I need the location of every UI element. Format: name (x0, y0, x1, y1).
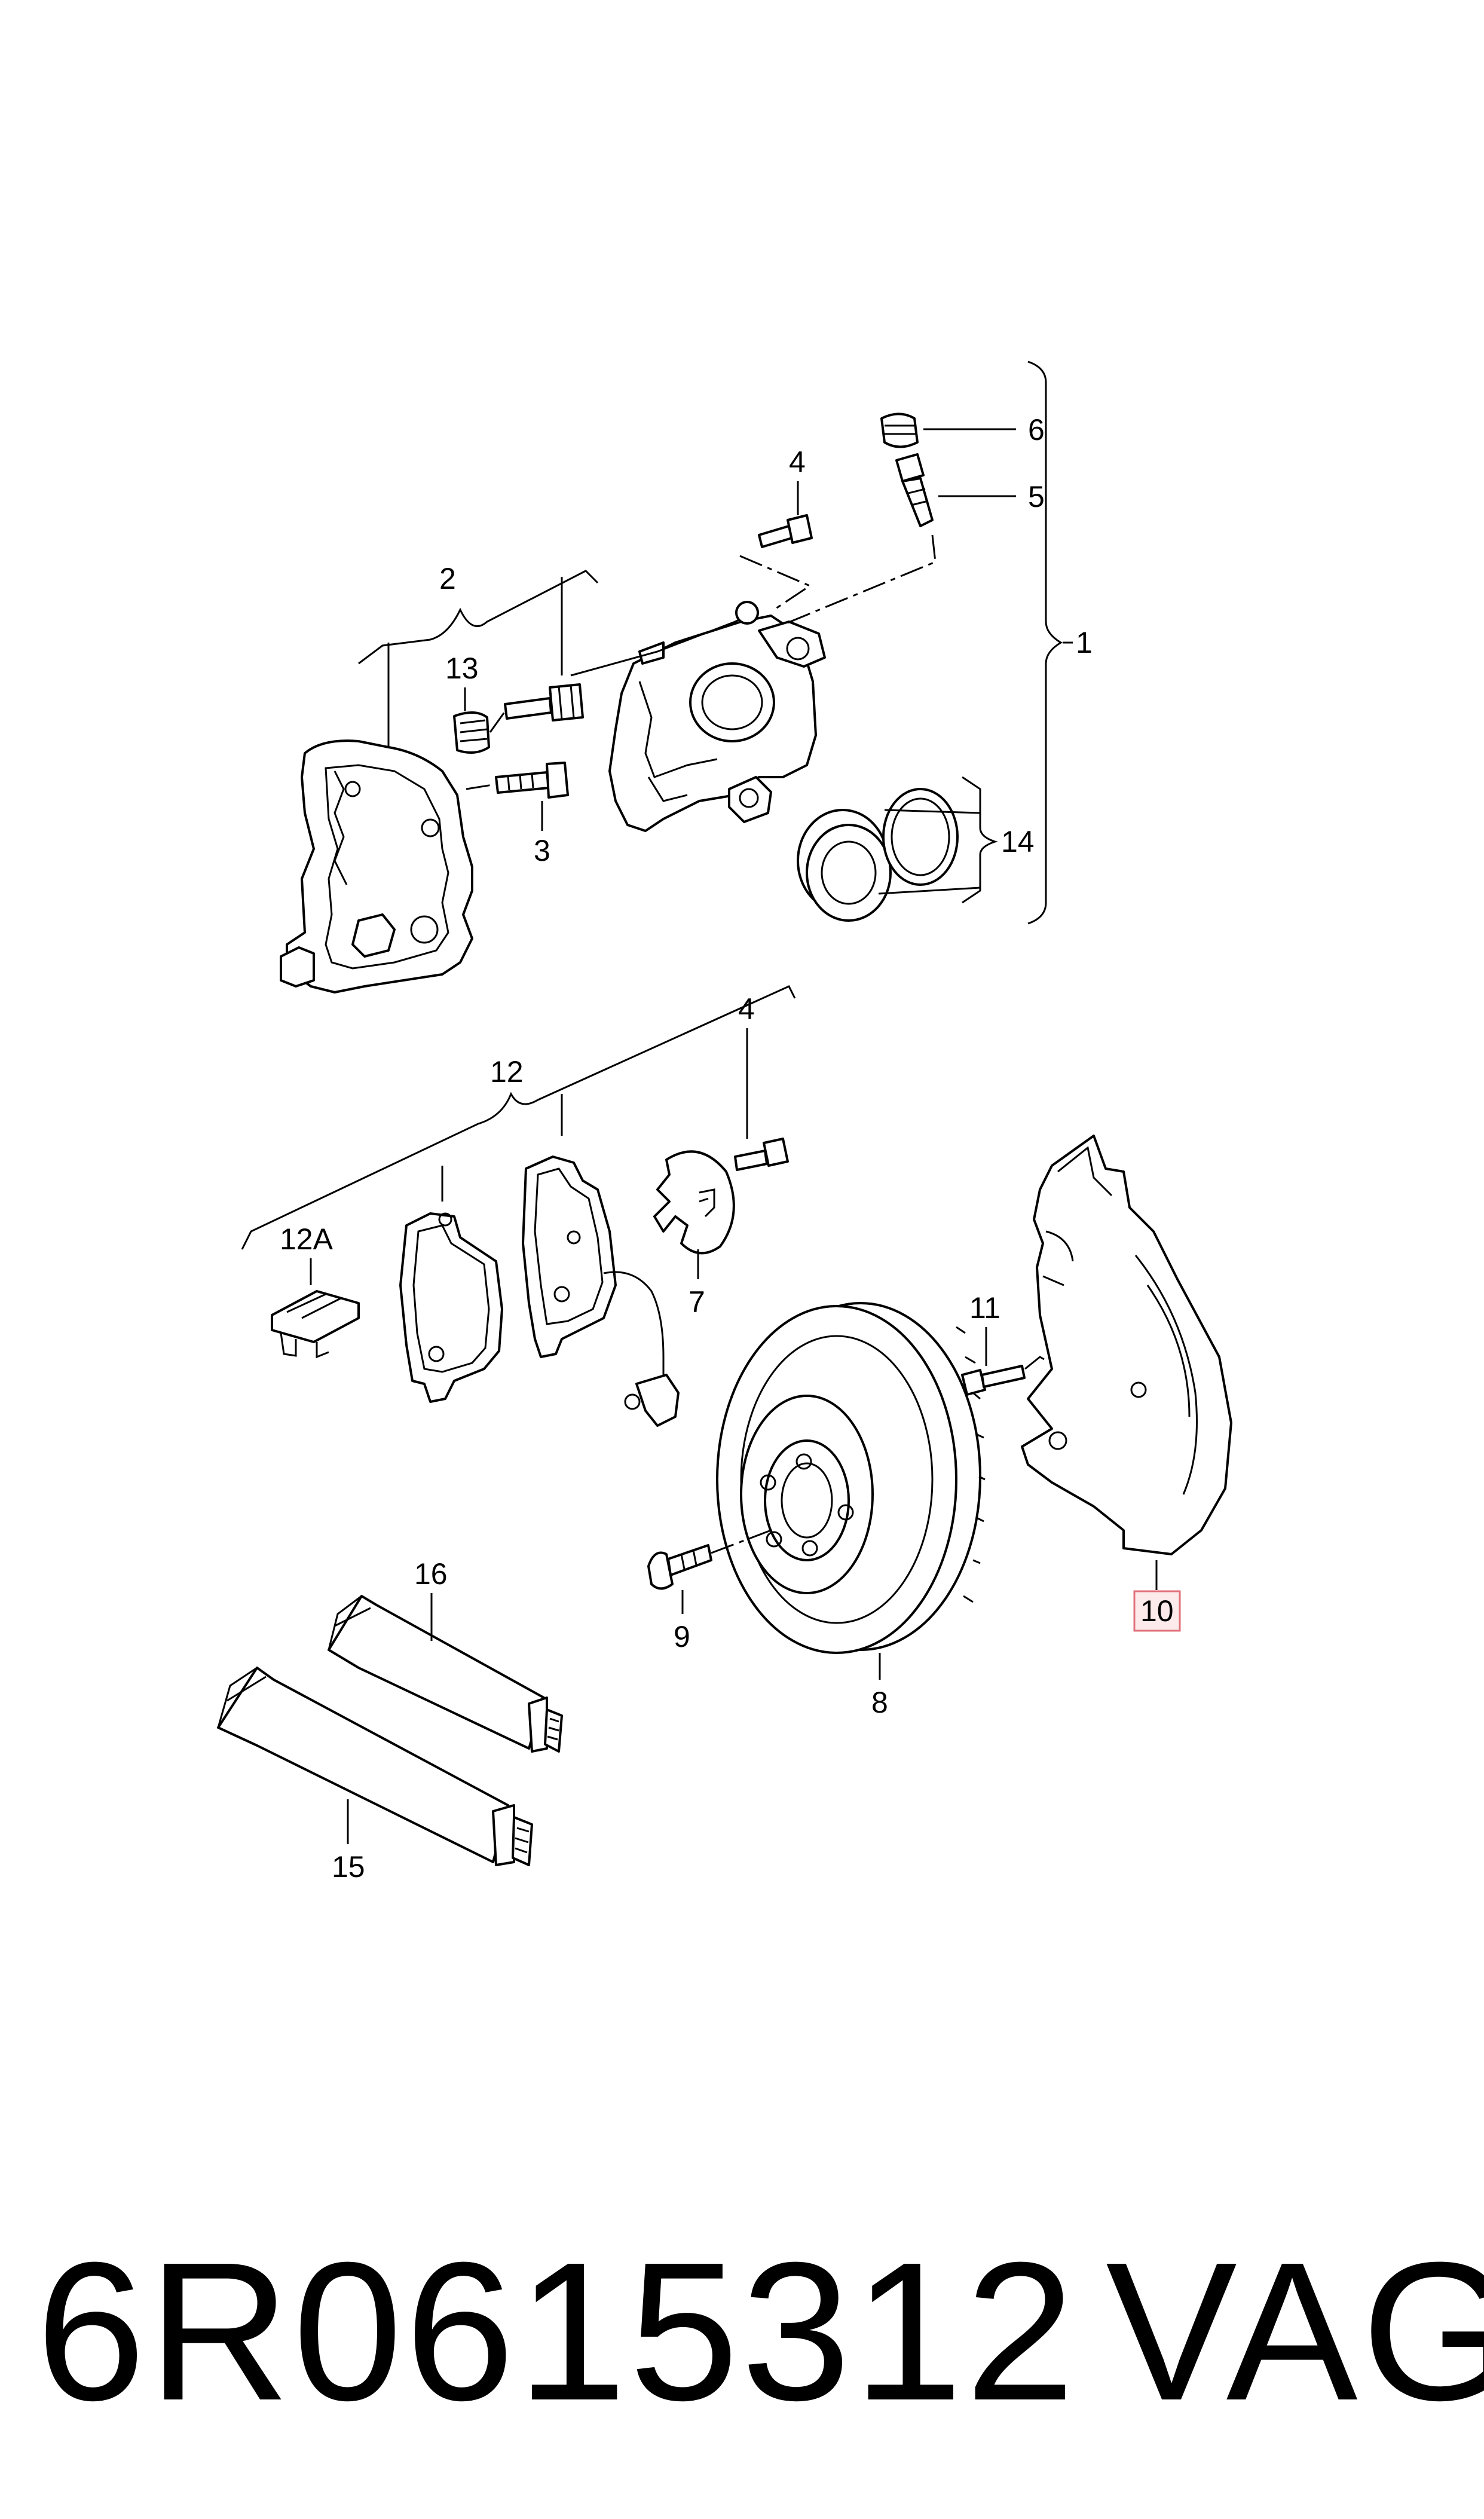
bolt-4-lower (734, 1138, 789, 1171)
guide-bolt-3 (495, 762, 569, 799)
brake-disc-8 (716, 1302, 986, 1654)
part-number: 6R0615312 (36, 2221, 1078, 2441)
guide-pin (504, 683, 584, 722)
anti-rattle-clip-12a (271, 1290, 360, 1359)
brand-name: VAG (1106, 2221, 1484, 2441)
callout-13: 13 (445, 652, 479, 685)
piston-seal-kit-14 (797, 788, 959, 922)
callout-10: 10 (1140, 1594, 1174, 1628)
callout-14: 14 (1001, 825, 1035, 858)
callout-5: 5 (1028, 480, 1045, 513)
callout-6: 6 (1028, 413, 1045, 447)
callout-4-upper: 4 (789, 445, 806, 479)
callout-16: 16 (414, 1557, 448, 1591)
callout-15: 15 (332, 1850, 365, 1884)
grease-tube-15 (217, 1667, 533, 1866)
assembly-bracket-14 (962, 776, 998, 904)
assembly-bracket-2 (358, 570, 599, 665)
callout-12a: 12A (280, 1222, 333, 1256)
callout-12: 12 (490, 1055, 524, 1089)
grease-tube-16 (328, 1595, 563, 1753)
shim-plate-7 (653, 1150, 735, 1255)
bleed-screw-5 (895, 453, 934, 527)
guide-pin-cap-13 (453, 711, 490, 754)
callout-2: 2 (439, 562, 456, 595)
callout-9: 9 (674, 1620, 690, 1653)
callout-10-highlight (1133, 1590, 1181, 1632)
brake-pad-outer (522, 1155, 680, 1427)
shield-bolt-11 (961, 1365, 1026, 1396)
callout-7: 7 (689, 1285, 705, 1319)
bolt-4-upper (758, 514, 813, 548)
disc-screw-9 (647, 1544, 712, 1590)
callout-3: 3 (534, 834, 550, 867)
assembly-bracket-12 (241, 985, 796, 1250)
brake-pad-inner (399, 1212, 503, 1403)
footer: 6R0615312 VAG (0, 2206, 1484, 2457)
callout-8: 8 (871, 1686, 888, 1719)
caliper-carrier (280, 739, 473, 993)
splash-shield-10 (1021, 1135, 1232, 1555)
bleed-cap-6 (880, 412, 919, 448)
assembly-bracket-1 (1027, 360, 1063, 925)
caliper-housing (608, 615, 826, 832)
callout-4-lower: 4 (738, 992, 755, 1026)
callout-1: 1 (1076, 626, 1093, 659)
callout-11: 11 (969, 1291, 1000, 1325)
exploded-parts-diagram: 1 2 3 13 (217, 360, 1232, 1884)
